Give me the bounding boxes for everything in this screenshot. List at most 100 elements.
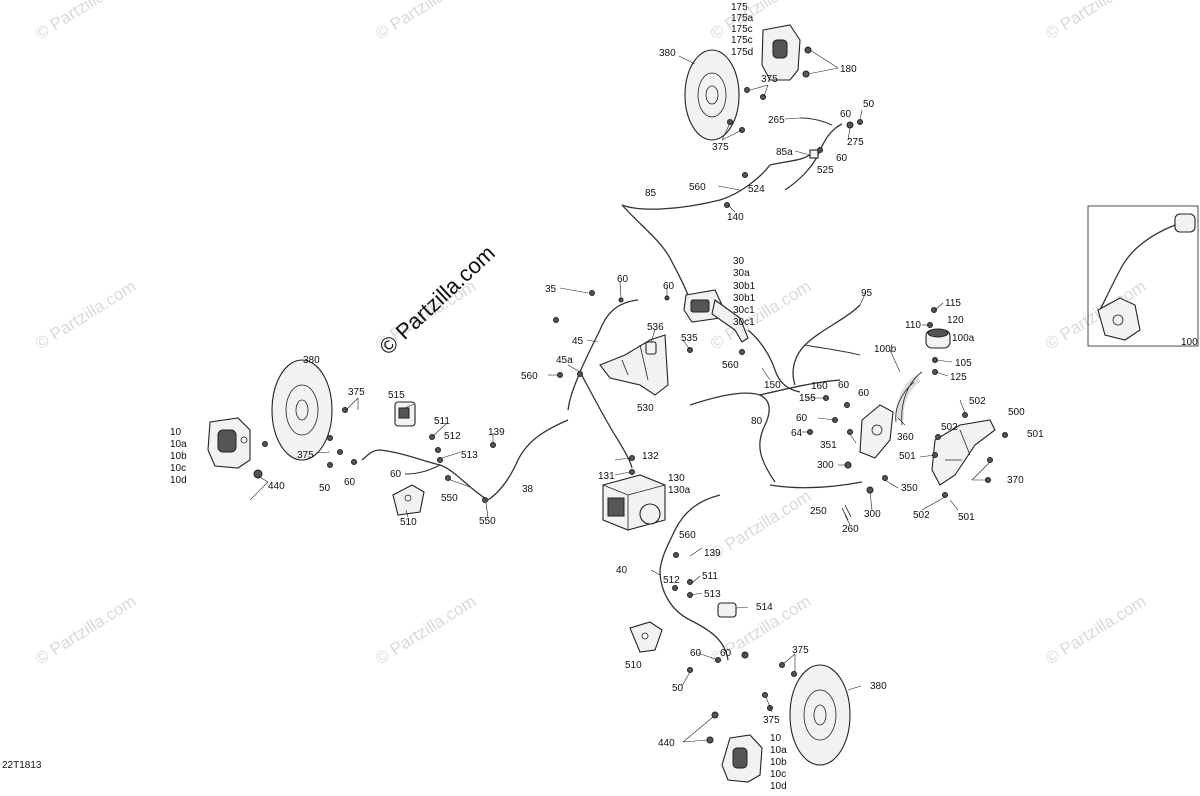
part-label: 175d	[731, 47, 753, 58]
part-label: 38	[522, 484, 534, 495]
part-label: 80	[751, 416, 763, 427]
brake-line-80	[689, 392, 776, 483]
hose-100b	[895, 374, 921, 421]
watermark-text: © Partzilla.com	[707, 487, 814, 564]
part-label: 100b	[874, 344, 897, 355]
part-label: 500	[1008, 407, 1025, 418]
part-label: 511	[702, 571, 718, 582]
part-label: 132	[642, 451, 659, 462]
part-label: 35	[545, 284, 557, 295]
components	[392, 149, 996, 653]
part-label: 524	[748, 184, 765, 195]
part-label: 60	[690, 648, 702, 659]
part-label: 514	[756, 602, 773, 613]
watermark-text: © Partzilla.com	[372, 0, 479, 43]
part-label: 513	[461, 450, 478, 461]
part-label: 105	[955, 358, 972, 369]
brand-watermark: © Partzilla.com	[374, 240, 499, 359]
part-label: 536	[647, 322, 664, 333]
part-label: 560	[689, 182, 706, 193]
part-label: 60	[838, 380, 850, 391]
sensor-514	[717, 602, 737, 618]
brake-line-85	[621, 149, 816, 210]
part-label: 300	[864, 509, 881, 520]
part-label: 150	[764, 380, 781, 391]
brake-line-150	[747, 329, 801, 393]
part-label: 380	[303, 355, 320, 366]
reservoir-100a	[925, 328, 951, 349]
part-label: 60	[720, 648, 732, 659]
brake-disc-bottom	[789, 664, 851, 766]
brake-disc-left	[271, 359, 333, 461]
brake-line-85-lower	[621, 204, 689, 296]
part-label: 525	[817, 165, 834, 176]
part-label: 30b1	[733, 281, 756, 292]
inset-reservoir-100	[1087, 205, 1199, 347]
part-label: 10a	[770, 745, 787, 756]
part-label: 139	[704, 548, 721, 559]
part-label: 180	[840, 64, 857, 75]
caliper-top	[761, 24, 801, 81]
part-label: 502	[913, 510, 930, 521]
part-label: 45	[572, 336, 584, 347]
part-label: 175a	[731, 13, 754, 24]
part-label: 10c	[170, 463, 186, 474]
part-label: 40	[616, 565, 628, 576]
part-label: 139	[488, 427, 505, 438]
part-label: 10a	[170, 439, 187, 450]
watermark-text: © Partzilla.com	[1042, 592, 1149, 669]
part-label: 100a	[952, 333, 975, 344]
part-label: 560	[722, 360, 739, 371]
part-label: 530	[637, 403, 654, 414]
part-label: 30b1	[733, 293, 756, 304]
bracket-510-left	[392, 484, 425, 516]
brake-line-80b	[759, 379, 841, 396]
part-label: 375	[297, 450, 314, 461]
brake-line-265	[799, 117, 833, 126]
part-label: 131	[598, 471, 615, 482]
part-label: 115	[945, 298, 961, 309]
hose-100b-edge	[895, 371, 923, 426]
part-label: 140	[727, 212, 744, 223]
part-label: 380	[870, 681, 887, 692]
part-label: 10d	[770, 781, 787, 791]
switch-536	[645, 341, 657, 355]
part-label: 10c	[770, 769, 786, 780]
pedal-bracket-500	[931, 419, 996, 486]
part-label: 560	[679, 530, 696, 541]
part-label: 300	[817, 460, 834, 471]
part-label: 60	[390, 469, 402, 480]
part-label: 515	[388, 390, 405, 401]
part-label: 30a	[733, 268, 750, 279]
part-label: 440	[658, 738, 675, 749]
part-label: 510	[625, 660, 642, 671]
part-label: 260	[842, 524, 859, 535]
brake-calipers	[207, 24, 801, 783]
part-label: 375	[348, 387, 365, 398]
part-label: 535	[681, 333, 698, 344]
part-label: 10b	[170, 451, 187, 462]
part-label: 45a	[556, 355, 573, 366]
watermark-text: © Partzilla.com	[32, 277, 139, 354]
leader-lines	[249, 49, 991, 743]
part-label: 60	[858, 388, 870, 399]
part-label: 60	[344, 477, 356, 488]
part-label: 50	[863, 99, 875, 110]
fitting-525	[809, 149, 819, 159]
brake-disc-top	[684, 49, 740, 141]
part-label: 275	[847, 137, 864, 148]
part-label: 155	[799, 393, 816, 404]
master-cylinder-30	[683, 289, 749, 343]
diagram-code: 22T1813	[2, 760, 42, 771]
watermark-text: © Partzilla.com	[372, 592, 479, 669]
part-label: 60	[617, 274, 629, 285]
pedal-pivot-assembly	[859, 404, 894, 459]
part-label: 85a	[776, 147, 793, 158]
part-label: 351	[820, 440, 837, 451]
brake-line-40	[659, 494, 729, 661]
part-label: 160	[811, 381, 828, 392]
brake-discs	[271, 49, 851, 766]
caliper-left	[207, 417, 251, 469]
part-label: 175c	[731, 24, 753, 35]
